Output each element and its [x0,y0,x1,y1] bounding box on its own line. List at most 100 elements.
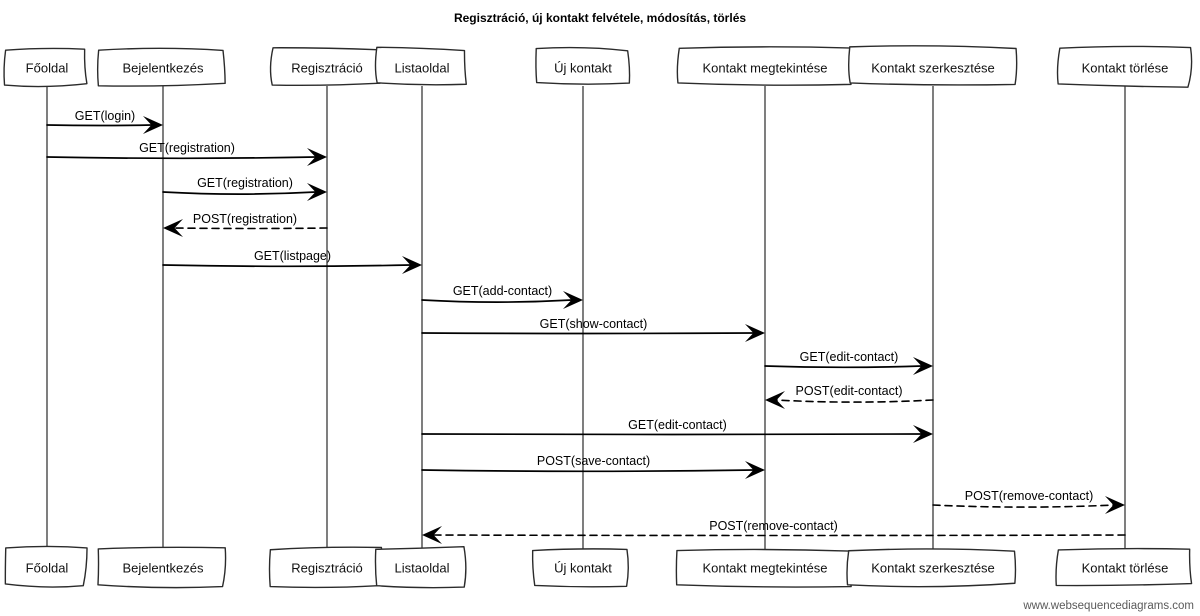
participant-label: Kontakt szerkesztése [871,60,995,75]
participant-kontakt_torlese-footer[interactable]: Kontakt törlése [1055,547,1193,587]
message-m11[interactable]: POST(save-contact) [421,454,765,479]
participant-fooldal-header[interactable]: Főoldal [3,47,88,88]
lifeline-uj_kontakt [581,85,585,551]
lifeline-kontakt_torlese [1123,85,1127,551]
message-m9[interactable]: POST(edit-contact) [765,384,934,409]
participant-listaoldal-header[interactable]: Listaoldal [374,46,467,86]
participant-label: Kontakt törlése [1082,60,1169,75]
participant-uj_kontakt-footer[interactable]: Új kontakt [531,548,629,588]
message-label: POST(save-contact) [537,454,650,468]
message-label: GET(edit-contact) [628,418,727,432]
participant-kontakt_szerkesztese-header[interactable]: Kontakt szerkesztése [848,45,1018,86]
participant-label: Regisztráció [291,60,363,75]
message-m12[interactable]: POST(remove-contact) [932,489,1125,514]
lifeline-regisztracio [325,85,329,551]
participant-regisztracio-header[interactable]: Regisztráció [269,47,382,86]
message-line [932,504,1115,508]
participant-label: Kontakt megtekintése [702,560,827,575]
message-line [764,365,923,369]
lifeline-listaoldal [420,85,424,551]
participant-listaoldal-footer[interactable]: Listaoldal [374,546,467,589]
message-m3[interactable]: GET(registration) [162,176,327,201]
participant-label: Főoldal [26,560,69,575]
message-label: GET(show-contact) [540,317,648,331]
participant-box-shape [535,46,631,85]
message-line [775,399,934,403]
message-m5[interactable]: GET(listpage) [162,249,422,274]
participant-label: Listaoldal [395,560,450,575]
participant-box-shape [3,47,88,88]
participant-header-row: Főoldal Bejelentkezés Regisztráció Listaold… [3,45,1193,88]
lifeline-bejelentkezes [161,85,165,551]
message-label: GET(edit-contact) [800,350,899,364]
message-label: POST(registration) [193,212,297,226]
participant-label: Kontakt törlése [1082,560,1169,575]
message-arrowhead [422,526,442,544]
message-arrowhead [913,357,933,375]
message-arrowhead [143,116,163,134]
message-label: GET(registration) [139,141,235,155]
participant-fooldal-footer[interactable]: Főoldal [4,545,88,588]
participant-label: Kontakt megtekintése [702,60,827,75]
message-line [46,156,317,160]
message-arrowhead [745,324,765,342]
participant-bejelentkezes-header[interactable]: Bejelentkezés [96,47,226,87]
message-line [421,332,755,335]
participant-regisztracio-footer[interactable]: Regisztráció [268,546,383,589]
participant-label: Új kontakt [554,60,612,75]
participant-box-shape [374,46,467,86]
participant-label: Új kontakt [554,560,612,575]
participant-label: Bejelentkezés [123,60,204,75]
message-arrowhead [163,219,183,237]
message-m6[interactable]: GET(add-contact) [421,284,583,309]
participant-box-shape [1055,547,1193,587]
participant-box-shape [1056,45,1193,88]
participant-uj_kontakt-header[interactable]: Új kontakt [535,46,631,85]
participant-box-shape [531,548,629,588]
message-arrowhead [765,391,785,409]
message-label: POST(remove-contact) [965,489,1094,503]
participant-box-shape [676,46,853,86]
participant-box-shape [846,548,1017,588]
message-arrowhead [307,148,327,166]
participant-box-shape [848,45,1018,86]
message-m13[interactable]: POST(remove-contact) [422,519,1126,544]
lifeline-kontakt_megtekintese [763,85,767,551]
participant-label: Bejelentkezés [123,560,204,575]
participant-box-shape [96,47,226,87]
message-arrowhead [913,425,933,443]
message-label: POST(edit-contact) [796,384,903,398]
message-label: GET(login) [75,109,135,123]
message-label: GET(listpage) [254,249,331,263]
message-line [162,191,317,195]
message-m4[interactable]: POST(registration) [163,212,328,237]
message-arrowhead [402,256,422,274]
participant-kontakt_megtekintese-footer[interactable]: Kontakt megtekintése [675,548,852,588]
diagram-title: Regisztráció, új kontakt felvétele, módo… [454,11,746,25]
participant-box-shape [97,546,227,589]
message-m7[interactable]: GET(show-contact) [421,317,765,342]
message-line [432,534,1126,537]
message-line [162,264,412,268]
message-line [46,124,153,127]
participant-kontakt_torlese-header[interactable]: Kontakt törlése [1056,45,1193,88]
message-m8[interactable]: GET(edit-contact) [764,350,933,375]
participant-footer-row: Főoldal Bejelentkezés Regisztráció Listaold… [4,545,1193,589]
participant-bejelentkezes-footer[interactable]: Bejelentkezés [97,546,227,589]
messages-layer: GET(login) GET(registration) GET(registrat… [46,109,1126,544]
lifeline-kontakt_szerkesztese [931,85,935,551]
lifeline-fooldal [45,85,49,551]
message-m2[interactable]: GET(registration) [46,141,327,166]
participant-label: Regisztráció [291,560,363,575]
message-m1[interactable]: GET(login) [46,109,163,134]
message-arrowhead [307,183,327,201]
message-m10[interactable]: GET(edit-contact) [421,418,933,443]
message-arrowhead [745,461,765,479]
message-line [421,433,923,436]
message-line [421,469,755,473]
participant-label: Főoldal [26,60,69,75]
participant-label: Listaoldal [395,60,450,75]
participant-kontakt_szerkesztese-footer[interactable]: Kontakt szerkesztése [846,548,1017,588]
message-line [173,227,328,230]
participant-kontakt_megtekintese-header[interactable]: Kontakt megtekintése [676,46,853,86]
